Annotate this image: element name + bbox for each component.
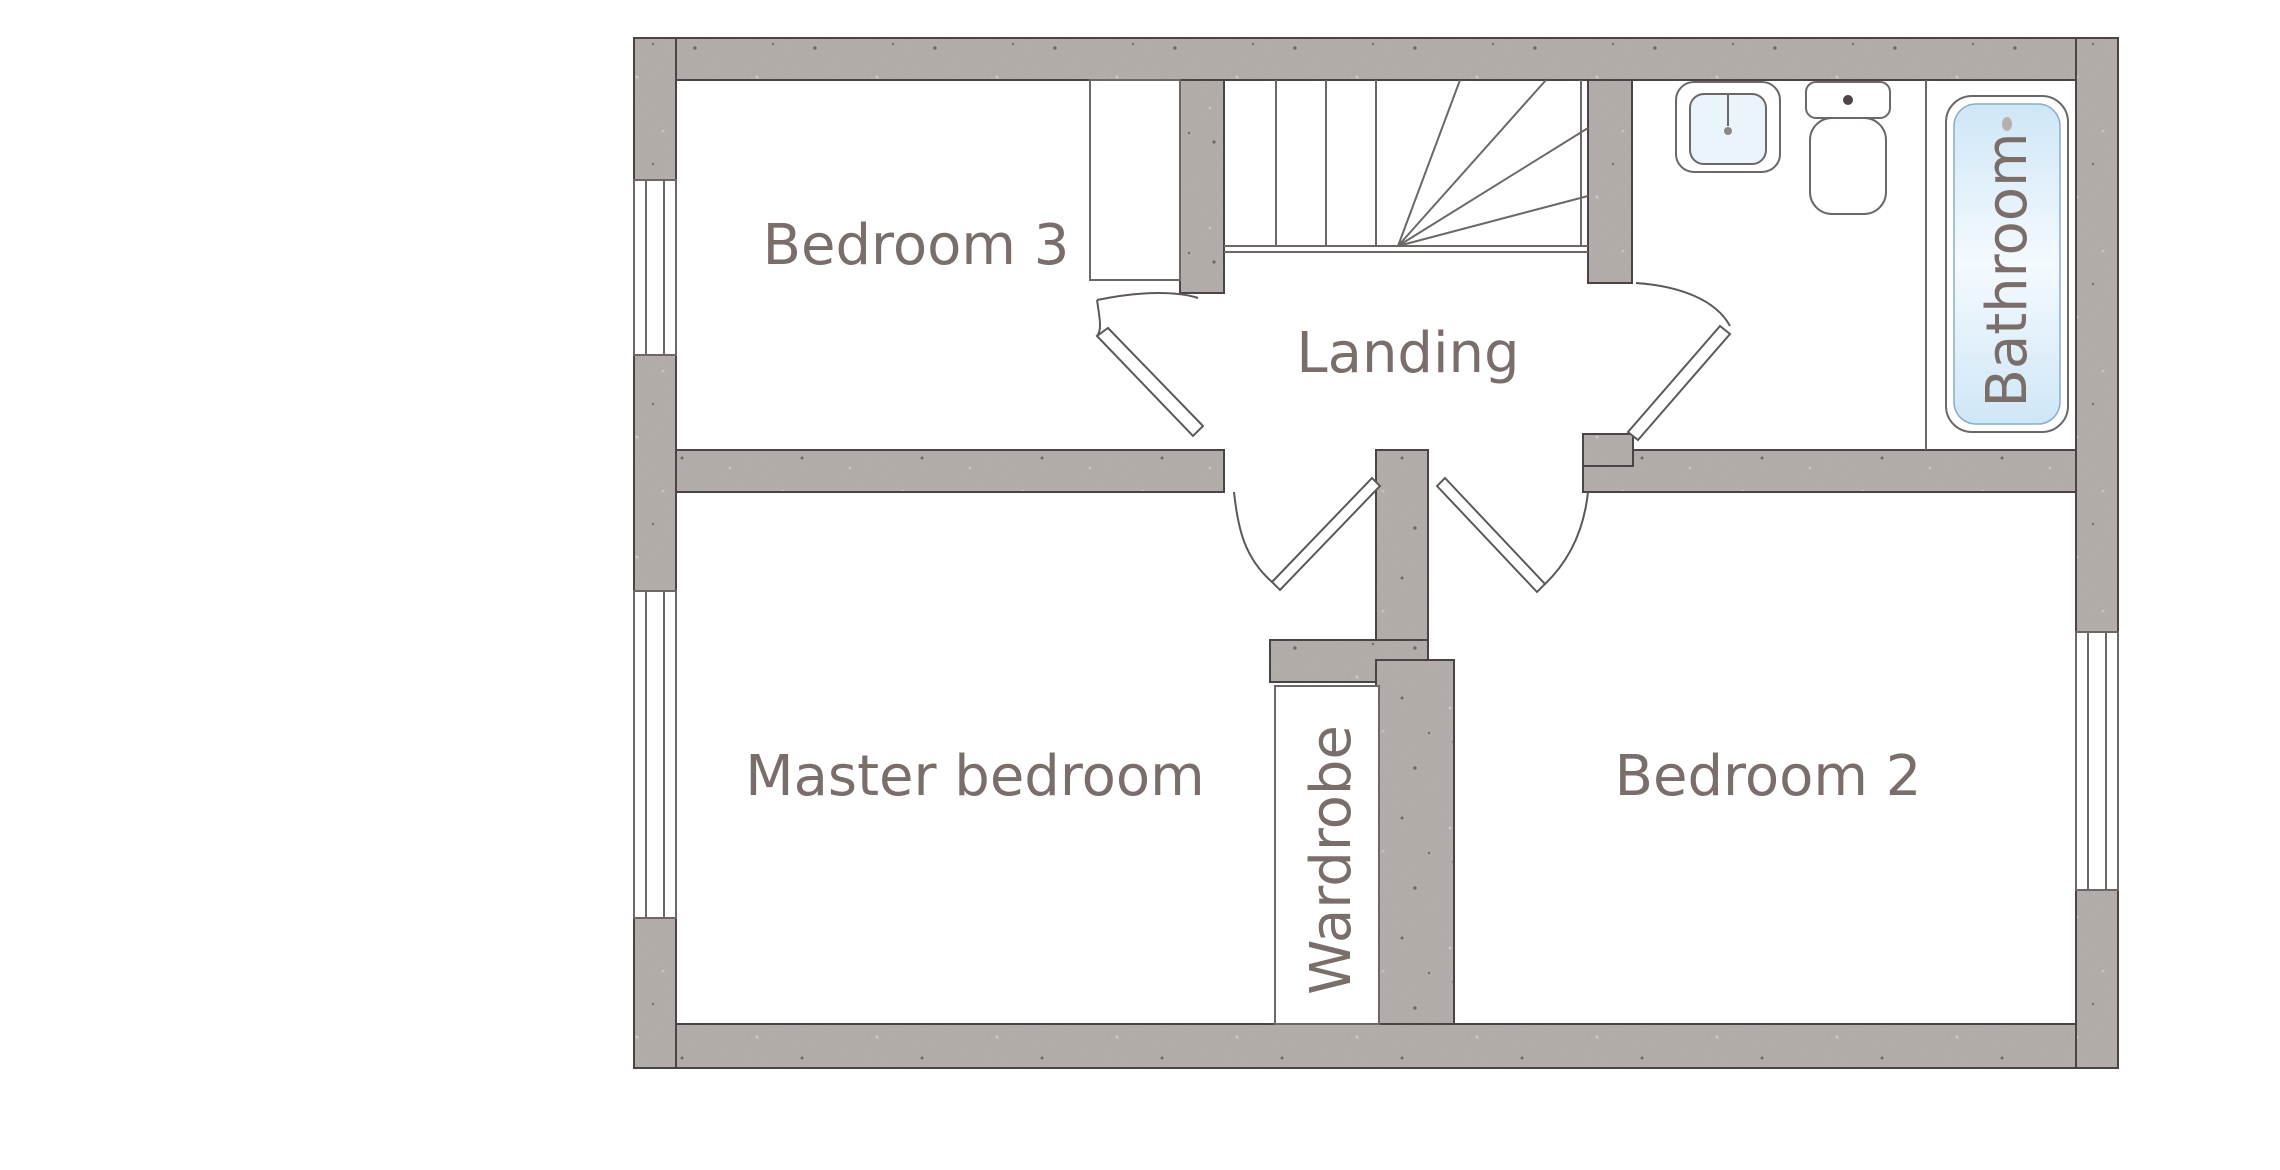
window-master-bedroom	[633, 590, 677, 919]
windows	[633, 179, 2119, 919]
label-wardrobe: Wardrobe	[1299, 725, 1364, 995]
window-bedroom-3	[633, 179, 677, 356]
wall-stair-left	[1179, 79, 1225, 294]
door-bedroom-2	[1435, 476, 1589, 594]
toilet	[1805, 81, 1891, 215]
wall-left-3	[633, 917, 677, 1069]
label-bedroom-2: Bedroom 2	[1615, 744, 1922, 809]
window-bedroom-2	[2075, 631, 2119, 891]
wall-bottom	[633, 1023, 2119, 1069]
wall-left-1	[633, 37, 677, 181]
wall-right-2	[2075, 889, 2119, 1069]
walls	[633, 37, 2119, 1069]
staircase	[1224, 79, 1589, 253]
wall-bath-door-nib	[1582, 433, 1634, 467]
room-labels: Bedroom 3 Landing Bathroom Master bedroo…	[745, 132, 2040, 994]
cupboard	[1089, 79, 1181, 281]
wall-centre	[1375, 449, 1429, 661]
wall-wardrobe-right	[1375, 659, 1455, 1025]
door-master-bedroom	[1233, 476, 1382, 592]
wardrobe-unit	[1274, 685, 1380, 1025]
wall-right-1	[2075, 37, 2119, 633]
doors	[1095, 282, 1732, 594]
wall-mid-right	[1582, 449, 2077, 493]
bathtub	[1925, 80, 2069, 450]
label-bedroom-3: Bedroom 3	[763, 213, 1070, 278]
wall-mid-left	[675, 449, 1225, 493]
wall-top	[633, 37, 2119, 81]
basin	[1675, 81, 1781, 173]
door-bathroom	[1626, 282, 1732, 442]
fixtures	[1089, 79, 2069, 1025]
label-master-bedroom: Master bedroom	[745, 744, 1204, 809]
door-bedroom-3	[1095, 292, 1205, 438]
wall-stair-right	[1587, 79, 1633, 284]
label-landing: Landing	[1296, 321, 1519, 386]
label-bathroom: Bathroom	[1975, 132, 2040, 407]
wall-left-2	[633, 354, 677, 592]
